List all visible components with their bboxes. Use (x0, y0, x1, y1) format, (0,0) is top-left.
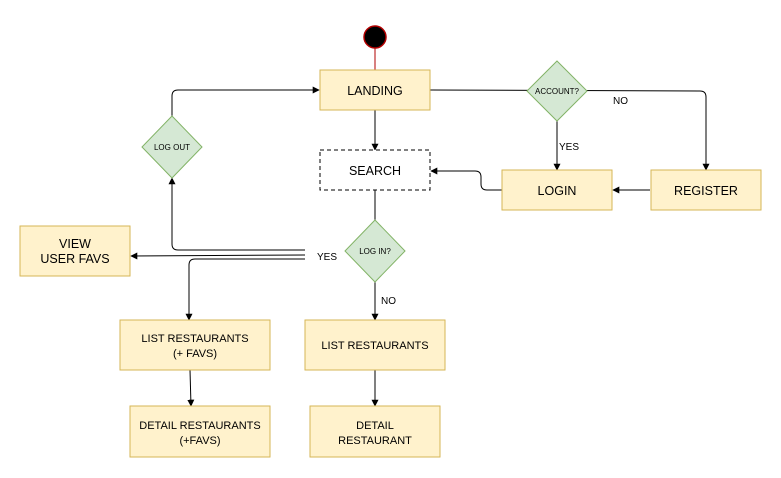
node-detail-favs-line2: (+FAVS) (179, 435, 220, 447)
edge-label-no-register: NO (613, 96, 628, 107)
node-list-label: LIST RESTAURANTS (321, 340, 428, 352)
start-node (363, 25, 387, 49)
edge-label-no-logged-in: NO (381, 296, 396, 307)
decision-account: ACCOUNT? (526, 60, 588, 122)
node-detail-favs: DETAIL RESTAURANTS (+FAVS) (129, 405, 271, 458)
edge-label-yes-login: YES (559, 142, 579, 153)
node-view-favs: VIEW USER FAVS (19, 225, 131, 277)
edge-logout-landing (171, 86, 320, 116)
node-detail-line2: RESTAURANT (338, 435, 412, 447)
node-list-favs: LIST RESTAURANTS (+ FAVS) (119, 319, 271, 371)
node-view-favs-line1: VIEW (59, 237, 91, 251)
edge-label-yes-logged-in: YES (317, 252, 337, 263)
node-view-favs-line2: USER FAVS (40, 252, 109, 266)
node-list-favs-line1: LIST RESTAURANTS (141, 333, 248, 345)
decision-logout: LOG OUT (141, 115, 203, 179)
edge-login-search (430, 167, 502, 191)
node-search: SEARCH (319, 149, 431, 191)
node-landing: LANDING (319, 69, 431, 111)
edges (130, 48, 710, 407)
node-landing-label: LANDING (347, 84, 403, 98)
decision-logout-label: LOG OUT (154, 143, 190, 152)
node-list: LIST RESTAURANTS (304, 319, 446, 371)
node-register-label: REGISTER (674, 184, 738, 198)
node-detail: DETAIL RESTAURANT (309, 405, 441, 458)
node-search-label: SEARCH (349, 164, 401, 178)
node-list-favs-line2: (+ FAVS) (173, 348, 217, 360)
node-login: LOGIN (501, 169, 613, 211)
edge-yes-logout (168, 177, 305, 251)
decision-login: LOG IN? (344, 219, 406, 283)
node-detail-line1: DETAIL (356, 420, 394, 432)
edge-landing-register (429, 89, 710, 171)
edge-yes-listfavs (185, 258, 305, 321)
edge-yes-viewfavs (130, 252, 306, 260)
node-detail-favs-line1: DETAIL RESTAURANTS (139, 420, 260, 432)
edge-listfavs-detailfavs (187, 369, 195, 407)
decision-login-label: LOG IN? (359, 247, 391, 256)
node-register: REGISTER (650, 169, 762, 211)
decision-account-label: ACCOUNT? (535, 87, 580, 96)
node-login-label: LOGIN (538, 184, 577, 198)
